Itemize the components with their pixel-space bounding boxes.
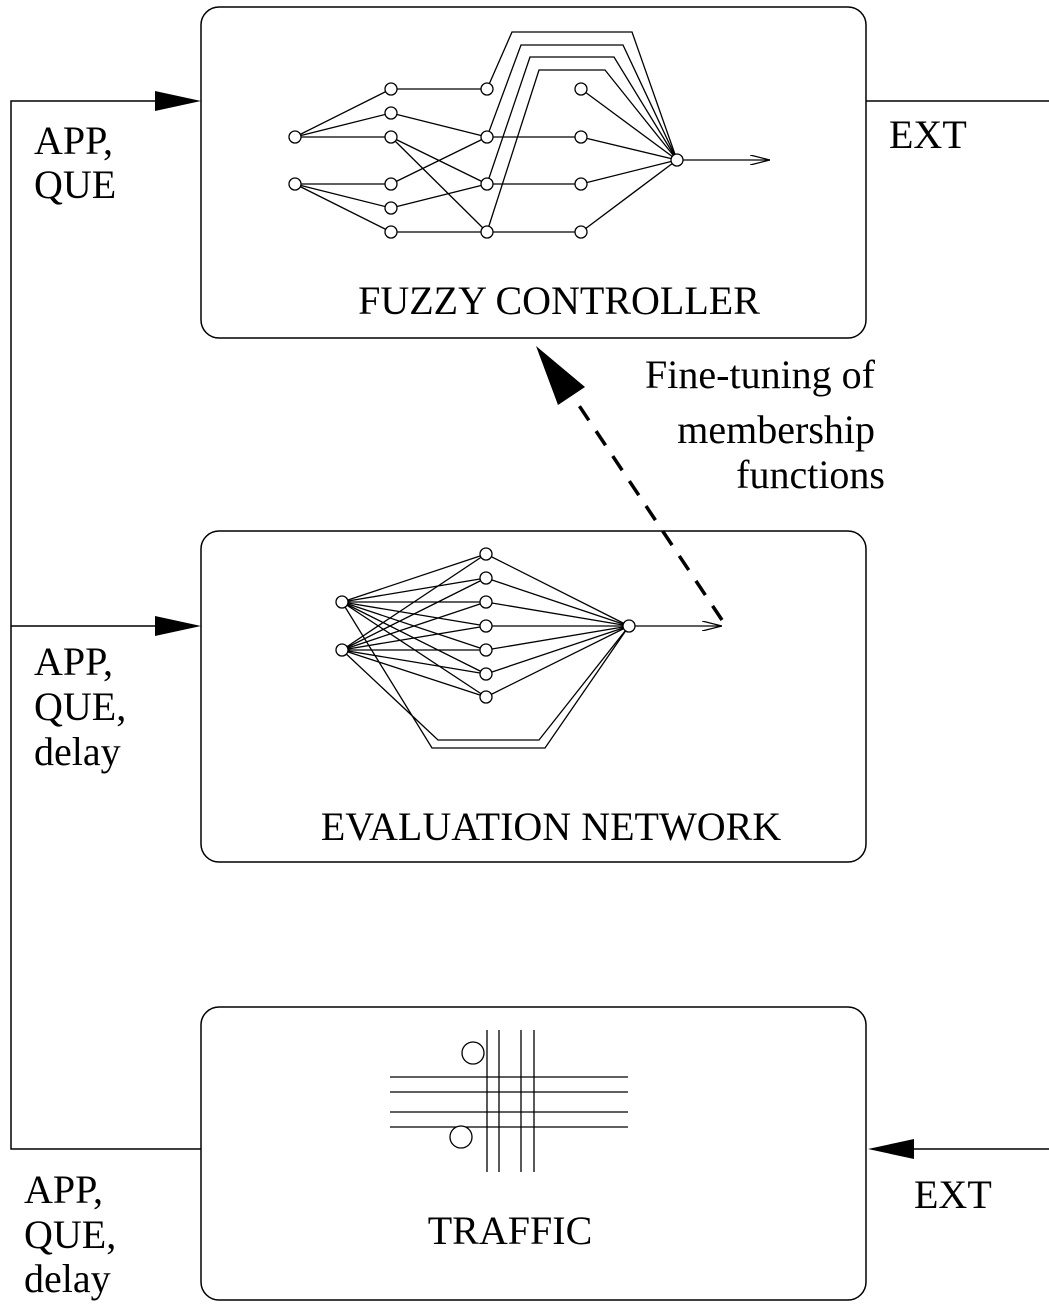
network-node (479, 595, 493, 609)
traffic-output-label: APP, QUE, delay (24, 1167, 126, 1301)
label-line: QUE (34, 162, 116, 207)
network-node (480, 225, 494, 239)
controller-input-label: APP, QUE (34, 118, 123, 207)
controller-output-label: EXT (889, 112, 967, 157)
network-node (480, 130, 494, 144)
feedback-connections (10, 100, 1049, 1150)
network-edge (341, 649, 487, 698)
fine-tuning-arrowhead (536, 346, 585, 405)
network-node (479, 690, 493, 704)
network-node (670, 153, 684, 167)
evaluation-network-title: EVALUATION NETWORK (321, 804, 781, 849)
label-line: APP, (34, 118, 113, 163)
network-node (479, 619, 493, 633)
network-edge (485, 625, 630, 651)
network-edge (485, 625, 630, 675)
fuzzy-controller-nodes (288, 82, 684, 239)
evaluation-input-arrowhead (155, 616, 201, 636)
network-node (384, 225, 398, 239)
network-node (384, 177, 398, 191)
traffic-input-label: EXT (914, 1172, 992, 1217)
traffic-intersection-icon (390, 1030, 628, 1172)
network-node (384, 106, 398, 120)
network-node (622, 619, 636, 633)
network-node (574, 177, 588, 191)
network-node (479, 643, 493, 657)
traffic-box (200, 1006, 867, 1301)
label-line: QUE, (24, 1212, 116, 1257)
network-edge (341, 601, 487, 651)
fine-tuning-label: Fine-tuning of membership functions (645, 352, 885, 497)
network-edge (341, 649, 487, 675)
network-node (288, 130, 302, 144)
network-edge (485, 625, 630, 698)
network-edge (485, 577, 630, 627)
network-edge (341, 601, 487, 627)
network-node (384, 201, 398, 215)
label-line: APP, (34, 639, 113, 684)
evaluation-network-box (200, 530, 867, 863)
traffic-light-icon (461, 1041, 485, 1065)
label-line: delay (34, 729, 121, 774)
fuzzy-controller-network (294, 31, 770, 233)
feedback-bus-line (10, 100, 201, 1150)
network-node (335, 643, 349, 657)
fuzzy-controller-title: FUZZY CONTROLLER (358, 278, 760, 323)
network-node (335, 595, 349, 609)
label-line: functions (736, 452, 885, 497)
label-line: APP, (24, 1167, 103, 1212)
evaluation-network-edges (341, 553, 722, 749)
network-node (384, 82, 398, 96)
evaluation-input-label: APP, QUE, delay (34, 639, 136, 774)
network-node (479, 547, 493, 561)
fuzzy-controller-box (200, 6, 867, 339)
traffic-input-arrowhead (868, 1139, 914, 1159)
network-node (479, 571, 493, 585)
network-node (480, 177, 494, 191)
network-node (384, 130, 398, 144)
label-line: membership (677, 407, 875, 452)
network-node (574, 82, 588, 96)
controller-input-arrowhead (155, 91, 201, 111)
traffic-light-icon (449, 1125, 473, 1149)
network-node (574, 225, 588, 239)
network-edge (341, 601, 487, 698)
label-line: QUE, (34, 684, 126, 729)
evaluation-network-nodes (335, 547, 636, 704)
network-node (288, 177, 302, 191)
network-edge (341, 553, 487, 603)
network-node (479, 667, 493, 681)
label-line: Fine-tuning of (645, 352, 876, 397)
network-edge (485, 601, 630, 627)
network-node (574, 130, 588, 144)
network-edge (341, 601, 487, 675)
network-edge (485, 553, 630, 627)
traffic-title: TRAFFIC (428, 1208, 593, 1253)
fine-tuning-arrow (570, 394, 724, 621)
network-node (480, 82, 494, 96)
network-edge (341, 577, 487, 603)
label-line: delay (24, 1256, 111, 1301)
